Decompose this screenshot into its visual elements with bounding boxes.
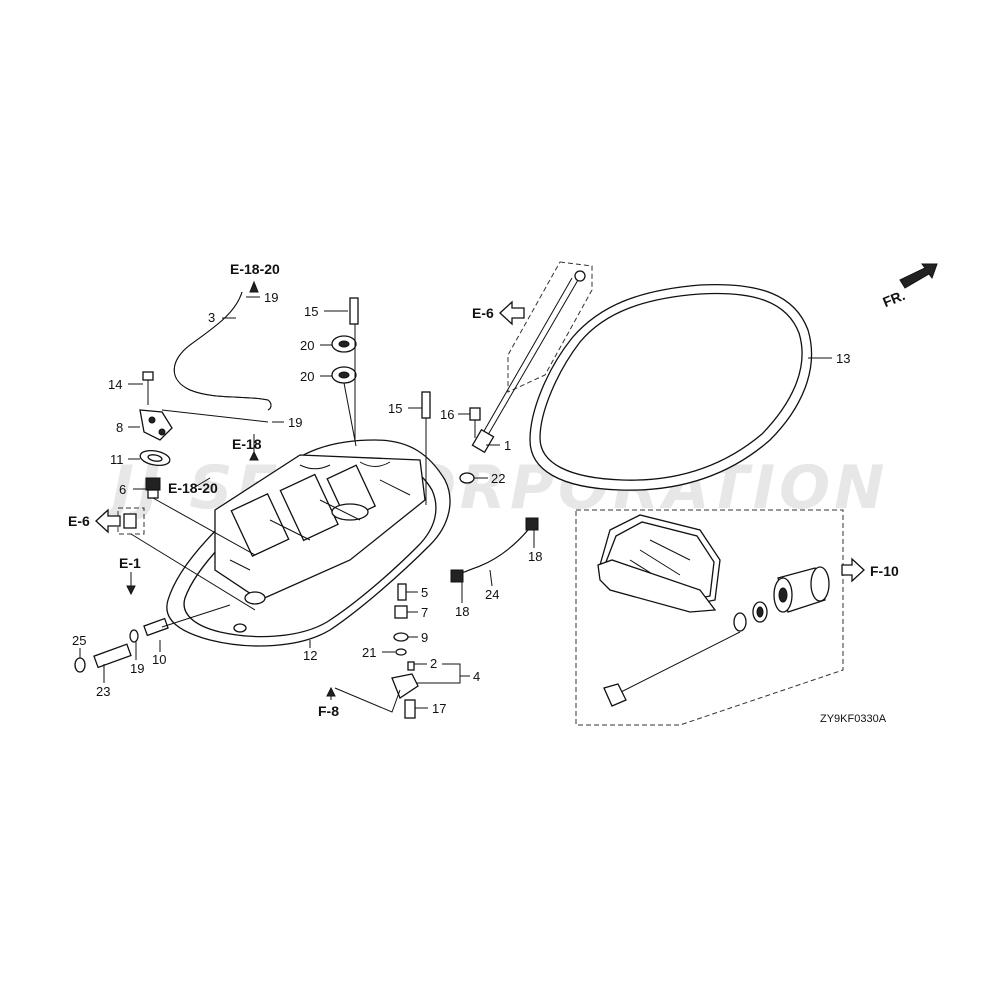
callout-19-mid: 19 (288, 415, 302, 430)
callout-1: 1 (504, 438, 511, 453)
reference-arrows (95, 263, 938, 697)
clamp-18-right (525, 517, 539, 531)
callout-2: 2 (430, 656, 437, 671)
callout-5: 5 (421, 585, 428, 600)
clip-25 (74, 657, 86, 673)
ref-f10: F-10 (870, 563, 899, 579)
washer-22 (459, 472, 475, 484)
callout-19-bottom: 19 (130, 661, 144, 676)
breather-tube-part (173, 291, 272, 411)
callout-13: 13 (836, 351, 850, 366)
callout-7: 7 (421, 605, 428, 620)
bolt-17 (404, 699, 416, 719)
bolt-5 (397, 583, 407, 601)
seal-20-bottom (331, 366, 357, 384)
strainer-4 (391, 673, 419, 699)
callout-6: 6 (119, 482, 126, 497)
callout-20-bottom: 20 (300, 369, 314, 384)
front-direction-arrow-icon (899, 263, 938, 289)
clamp-18-left (450, 569, 464, 583)
f10-arrow-icon (841, 557, 865, 583)
ref-e18-20-top: E-18-20 (230, 261, 280, 277)
callout-17: 17 (432, 701, 446, 716)
diagram-code: ZY9KF0330A (820, 713, 887, 725)
clip-19-bottom (129, 629, 139, 643)
plug-6 (145, 477, 161, 499)
fitting-23 (93, 643, 132, 669)
callout-15-mid: 15 (388, 401, 402, 416)
callout-19-top: 19 (264, 290, 278, 305)
e18-20-top-arrow-icon (249, 280, 259, 293)
gasket-11 (139, 449, 171, 467)
callout-11: 11 (110, 452, 124, 467)
callout-4: 4 (473, 669, 480, 684)
ref-e18: E-18 (232, 436, 262, 452)
callout-24: 24 (485, 587, 499, 602)
leader-lines (79, 296, 832, 713)
callout-15-top: 15 (304, 304, 318, 319)
seal-20-top (331, 335, 357, 353)
hose-24 (457, 529, 529, 577)
dipstick-part (471, 261, 593, 454)
callout-12: 12 (303, 648, 317, 663)
front-direction-label: FR. (880, 287, 907, 310)
f8-arrow-icon (326, 686, 336, 697)
callout-20-top: 20 (300, 338, 314, 353)
e6-left-arrow-icon (95, 508, 121, 534)
e1-arrow-icon (126, 585, 136, 596)
callout-8: 8 (116, 420, 123, 435)
stud-15-mid (421, 391, 431, 419)
washer-9 (393, 632, 409, 642)
e18-arrow-icon (249, 450, 259, 461)
belt-part (529, 283, 813, 491)
callout-18-right: 18 (528, 549, 542, 564)
nut-7 (394, 605, 408, 619)
ref-f8: F-8 (318, 703, 339, 719)
callout-14: 14 (108, 377, 122, 392)
stud-15-top (349, 297, 359, 325)
bracket-8 (139, 409, 173, 441)
ref-e1: E-1 (119, 555, 141, 571)
callout-18-left: 18 (455, 604, 469, 619)
callout-23: 23 (96, 684, 110, 699)
e6-right-arrow-icon (499, 300, 525, 326)
oil-pan-part (166, 439, 451, 647)
callout-10: 10 (152, 652, 166, 667)
ref-e18-20-mid: E-18-20 (168, 480, 218, 496)
callout-22: 22 (491, 471, 505, 486)
ref-e6-right: E-6 (472, 305, 494, 321)
callout-16: 16 (440, 407, 454, 422)
callout-3: 3 (208, 310, 215, 325)
clip-2 (407, 661, 415, 671)
callout-21: 21 (362, 645, 376, 660)
bolt-14 (142, 371, 154, 405)
cover-plate-group (575, 509, 844, 726)
callout-9: 9 (421, 630, 428, 645)
fitting-10 (143, 617, 169, 637)
washer-21 (395, 648, 407, 656)
callout-25: 25 (72, 633, 86, 648)
ref-e6-left: E-6 (68, 513, 90, 529)
